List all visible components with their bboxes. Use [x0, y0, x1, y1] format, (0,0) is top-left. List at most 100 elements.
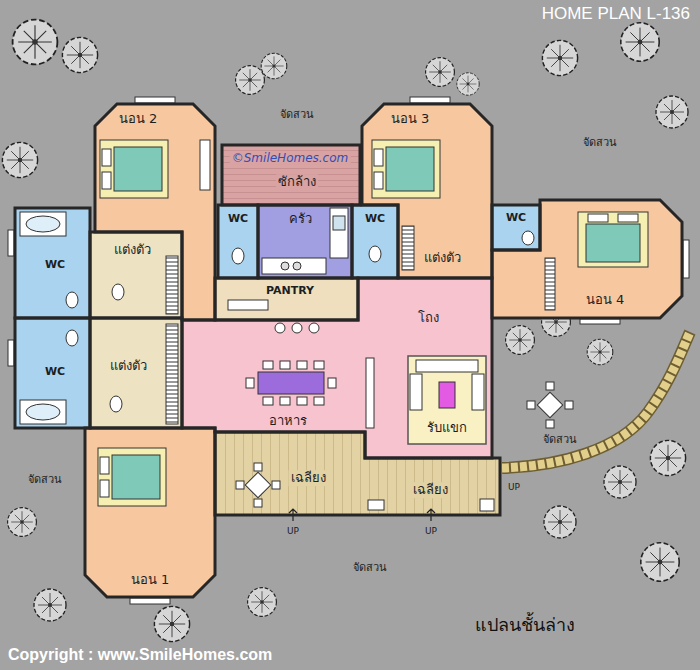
stove-burner: [281, 262, 289, 270]
room-label: ครัว: [289, 211, 312, 227]
room-outline: [215, 278, 358, 320]
toilet: [66, 292, 78, 308]
chair: [254, 499, 262, 507]
wall-line: [215, 278, 358, 320]
window: [580, 319, 620, 324]
porch: เฉลียงเฉลียง: [215, 432, 500, 515]
wc-fill: [352, 205, 398, 278]
bathtub-basin: [26, 216, 60, 232]
wc: WC: [15, 208, 90, 318]
room-label: WC: [228, 212, 248, 225]
wall-line: [492, 200, 682, 318]
garden-label: จัดสวน: [28, 473, 62, 486]
tree: [506, 326, 535, 355]
wardrobe: [166, 256, 178, 314]
tree: [457, 73, 479, 95]
room-label: WC: [365, 212, 385, 225]
plan-caption: แปลนชั้นล่าง: [475, 614, 575, 636]
room-label: อาหาร: [269, 413, 307, 429]
garden-label: จัดสวน: [353, 561, 387, 574]
tree: [544, 506, 576, 538]
toilet: [522, 231, 534, 245]
wall-line: [222, 145, 360, 205]
tree: [604, 466, 636, 498]
pillow: [102, 149, 111, 166]
chair: [263, 361, 273, 369]
wardrobe: [545, 258, 555, 310]
bar-stool: [275, 323, 285, 333]
tree: [236, 66, 265, 95]
tree: [154, 606, 189, 641]
room-outline: [95, 104, 215, 320]
room-label: นอน 3: [391, 111, 429, 127]
chair: [546, 420, 554, 428]
dressing-fill: [90, 232, 182, 318]
bedroom: นอน 4: [492, 200, 682, 318]
table: [537, 392, 562, 417]
kitchen-counter: [262, 258, 326, 274]
living-area: รับแขก: [408, 356, 486, 444]
pantry-counter: [228, 300, 268, 310]
stove-burner: [293, 262, 301, 270]
chair: [254, 463, 262, 471]
toilet: [66, 330, 78, 346]
bed-cover: [112, 455, 160, 499]
tree: [2, 142, 37, 177]
bed: [578, 212, 648, 267]
chair: [527, 401, 535, 409]
watermark: ©SmileHomes.com: [230, 151, 351, 165]
chair: [328, 378, 336, 388]
sofa: [416, 360, 478, 372]
bed-cover: [586, 224, 640, 262]
cabinet: [200, 140, 210, 190]
chair: [546, 382, 554, 390]
kitchen-counter: [330, 208, 348, 258]
room-label: WC: [45, 258, 65, 271]
wc-fill: [218, 205, 258, 278]
room-label: เฉลียง: [411, 482, 450, 498]
bathtub: [20, 212, 66, 236]
wardrobe: [166, 324, 178, 424]
tree: [587, 339, 613, 365]
pillow: [374, 172, 383, 189]
tree: [650, 440, 685, 475]
window: [8, 340, 14, 366]
room-label: แต่งตัว: [114, 242, 151, 258]
window: [135, 97, 175, 103]
chair: [236, 481, 244, 489]
wall-line: [258, 205, 352, 278]
bedroom: นอน 3 แต่งตัว: [362, 104, 492, 278]
wall-line: [15, 318, 90, 428]
bed-cover: [386, 147, 434, 191]
chair: [565, 401, 573, 409]
wall-line: [362, 104, 492, 278]
wall-line: [408, 356, 486, 444]
room-label: WC: [45, 365, 65, 378]
pillow: [618, 214, 638, 222]
tree: [426, 58, 455, 87]
chair: [297, 361, 307, 369]
wc-fill: [492, 205, 540, 250]
window: [410, 97, 450, 103]
wc: WC: [352, 205, 398, 278]
toilet: [112, 284, 124, 300]
bed: [372, 140, 440, 198]
tree: [13, 20, 58, 65]
bar-stool: [309, 323, 319, 333]
tree: [261, 53, 287, 79]
dressing-fill: [90, 318, 182, 428]
bed: [98, 448, 166, 506]
chair: [280, 397, 290, 405]
bathtub: [20, 400, 66, 424]
dressing-room: แต่งตัว: [90, 232, 182, 318]
wc: WC: [218, 205, 258, 278]
room-label: แต่งตัว: [424, 250, 461, 266]
wc: WC: [492, 205, 540, 250]
window: [683, 240, 689, 278]
chair: [297, 397, 307, 405]
step-label: UP: [287, 526, 299, 537]
bar-stool: [292, 323, 302, 333]
tree: [62, 37, 97, 72]
